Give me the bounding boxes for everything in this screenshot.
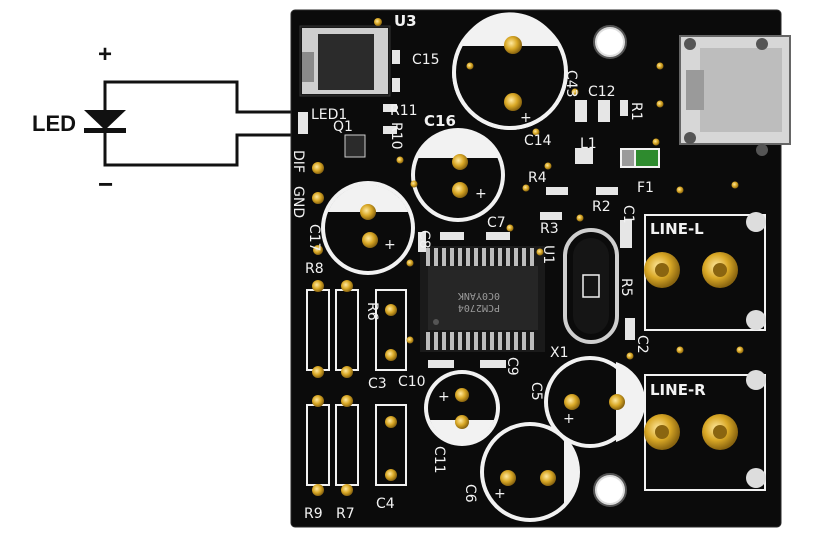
label-c8: C8 bbox=[416, 230, 432, 249]
capacitor-c5 bbox=[544, 356, 646, 448]
crystal-x1 bbox=[563, 228, 619, 344]
plus-c43: + bbox=[520, 110, 532, 126]
label-c17: C17 bbox=[306, 224, 322, 252]
vias bbox=[396, 62, 744, 360]
label-r6: R6 bbox=[364, 302, 380, 321]
label-line-r: LINE-R bbox=[650, 381, 706, 399]
wire-positive bbox=[103, 80, 300, 114]
plus-c5: + bbox=[563, 411, 575, 427]
label-c5: C5 bbox=[528, 382, 544, 401]
capacitor-c11 bbox=[424, 370, 500, 446]
plus-c16: + bbox=[475, 186, 487, 202]
capacitor-c16 bbox=[411, 128, 505, 222]
label-c9: C9 bbox=[504, 357, 520, 376]
plus-sign: + bbox=[98, 41, 112, 68]
label-c43: C43 bbox=[563, 70, 579, 98]
usb-connector bbox=[679, 35, 791, 156]
label-c6: C6 bbox=[462, 484, 478, 503]
pads bbox=[312, 162, 397, 496]
plus-c6: + bbox=[494, 486, 506, 502]
mounting-holes bbox=[593, 25, 627, 507]
label-gnd: GND bbox=[290, 186, 306, 218]
label-r9: R9 bbox=[304, 506, 323, 522]
line-l-jack bbox=[644, 212, 766, 331]
chip-marking-1: PCM2704 bbox=[458, 302, 500, 313]
label-c11: C11 bbox=[431, 446, 447, 474]
label-c12: C12 bbox=[588, 84, 616, 100]
label-c4: C4 bbox=[376, 496, 395, 512]
label-c16: C16 bbox=[424, 112, 456, 130]
label-r1: R1 bbox=[628, 102, 644, 121]
minus-sign: − bbox=[98, 169, 113, 199]
label-x1: X1 bbox=[550, 345, 569, 361]
label-dif: DIF bbox=[290, 150, 306, 173]
label-c7: C7 bbox=[487, 215, 506, 231]
label-c15: C15 bbox=[412, 52, 440, 68]
label-r11: R11 bbox=[390, 103, 418, 119]
label-c10: C10 bbox=[398, 374, 426, 390]
label-c2: C2 bbox=[634, 335, 650, 354]
smd-parts bbox=[298, 50, 635, 368]
label-u3: U3 bbox=[394, 12, 417, 30]
line-r-jack bbox=[644, 370, 766, 491]
label-r10: R10 bbox=[388, 122, 404, 150]
chip-marking-2: 0C0YANK bbox=[458, 290, 500, 301]
label-c3: C3 bbox=[368, 376, 387, 392]
label-line-l: LINE-L bbox=[650, 220, 704, 238]
led-f1 bbox=[620, 148, 660, 168]
label-led1: LED1 bbox=[311, 107, 347, 123]
silkscreen-labels: U3 C15 C43 C12 R1 LED1 R11 Q1 R10 C16 C1… bbox=[290, 12, 706, 522]
label-f1: F1 bbox=[637, 180, 654, 196]
label-u1: U1 bbox=[540, 245, 556, 264]
led-label: LED bbox=[32, 111, 76, 136]
label-r2: R2 bbox=[592, 199, 611, 215]
led-symbol-icon bbox=[84, 110, 126, 133]
plus-c11: + bbox=[438, 389, 450, 405]
chip-u1 bbox=[420, 246, 545, 352]
label-r7: R7 bbox=[336, 506, 355, 522]
label-r8: R8 bbox=[305, 261, 324, 277]
capacitor-c17 bbox=[321, 181, 415, 275]
label-r5: R5 bbox=[618, 278, 634, 297]
plus-c17: + bbox=[384, 237, 396, 253]
capacitor-c43 bbox=[452, 12, 568, 130]
label-r4: R4 bbox=[528, 170, 547, 186]
pcb-board: U3 C15 C43 C12 R1 LED1 R11 Q1 R10 C16 C1… bbox=[290, 9, 791, 528]
label-c14: C14 bbox=[524, 133, 552, 149]
u3-regulator bbox=[299, 18, 391, 97]
wire-negative bbox=[103, 132, 300, 167]
label-q1: Q1 bbox=[333, 119, 353, 135]
led-wiring: LED + − bbox=[32, 41, 300, 199]
label-l1: L1 bbox=[580, 136, 597, 152]
label-c1: C1 bbox=[620, 205, 636, 224]
capacitor-c6 bbox=[480, 422, 580, 522]
label-r3: R3 bbox=[540, 221, 559, 237]
